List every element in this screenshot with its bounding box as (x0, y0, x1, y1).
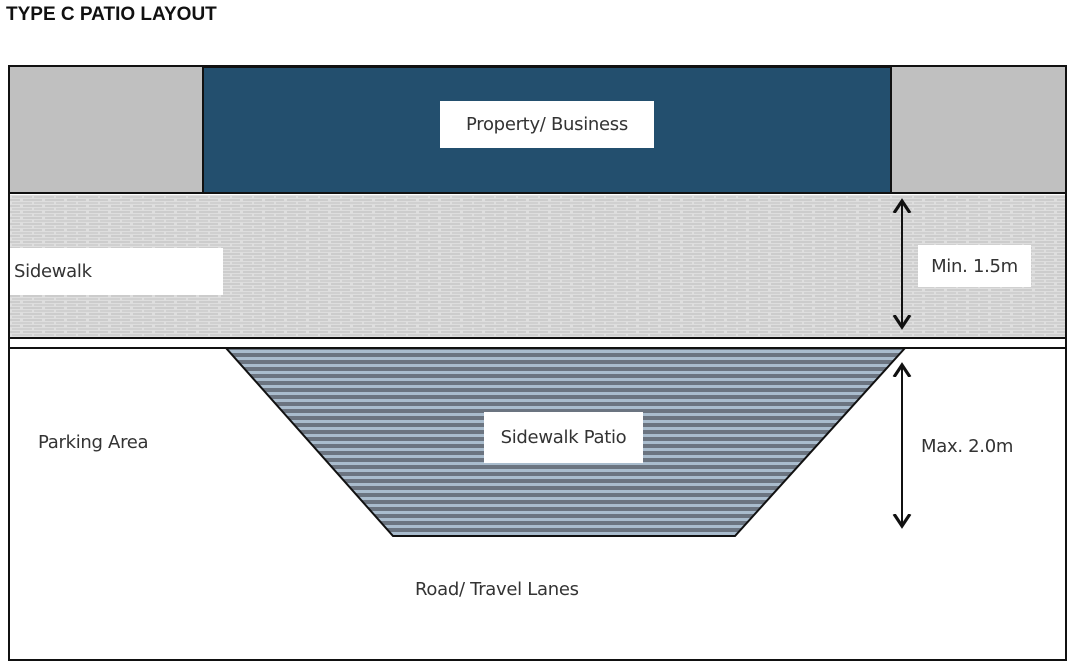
neighbor-left (10, 67, 204, 193)
max-width-label: Max. 2.0m (921, 436, 1014, 457)
sidewalk-label: Sidewalk (10, 248, 223, 295)
patio-label: Sidewalk Patio (484, 412, 643, 463)
road-label: Road/ Travel Lanes (415, 579, 579, 600)
min-width-label: Min. 1.5m (918, 245, 1031, 287)
property-label: Property/ Business (440, 101, 654, 148)
parking-label: Parking Area (38, 432, 149, 453)
neighbor-right (890, 67, 1065, 193)
diagram-title: TYPE C PATIO LAYOUT (6, 4, 217, 25)
